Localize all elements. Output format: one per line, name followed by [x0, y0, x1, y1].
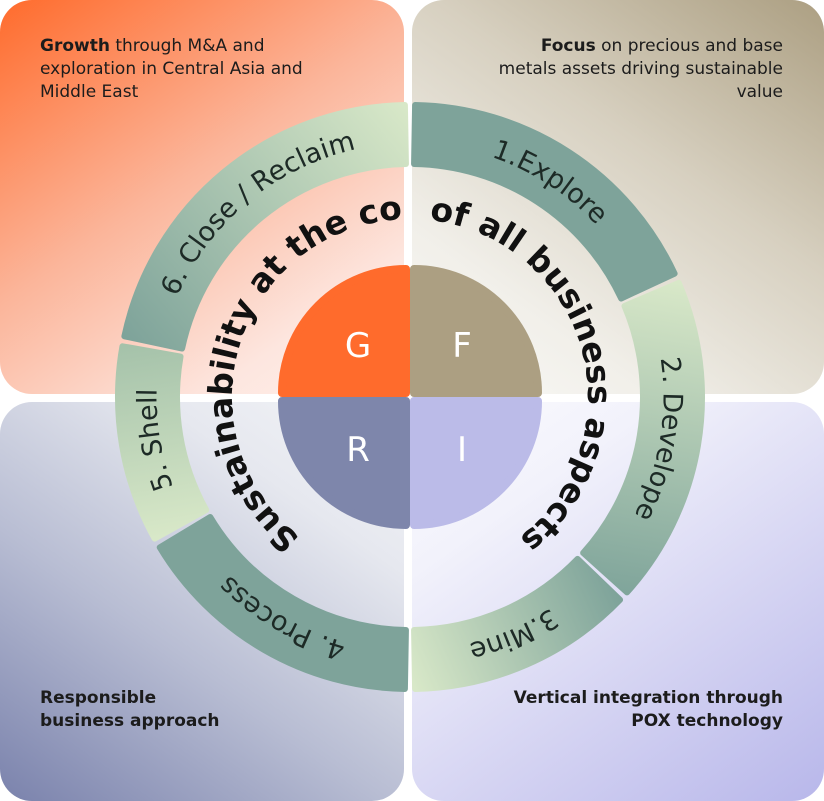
pie-letter-i: I [457, 430, 467, 470]
gfri-pie: G F R I [278, 265, 542, 529]
focus-text: on precious and base metals assets drivi… [498, 36, 783, 102]
growth-keyword: Growth [40, 36, 110, 56]
pie-quadrant-g [278, 265, 410, 397]
pie-quadrant-f [410, 265, 542, 397]
cycle-segment-2 [580, 279, 705, 596]
growth-description: Growth through M&A and exploration in Ce… [40, 35, 340, 104]
growth-text: through M&A and exploration in Central A… [40, 36, 303, 102]
pie-letter-g: G [345, 326, 371, 366]
pie-letter-f: F [452, 326, 472, 366]
cycle-segment-1 [411, 102, 678, 302]
cycle-segment-4 [156, 514, 409, 692]
cycle-segment-6 [121, 102, 409, 352]
pie-quadrant-r [278, 397, 410, 529]
integration-description: Vertical integration through POX technol… [513, 688, 783, 731]
pie-quadrant-i [410, 397, 542, 529]
focus-keyword: Focus [540, 36, 596, 56]
focus-description: Focus on precious and base metals assets… [483, 35, 783, 104]
cycle-segment-5 [115, 343, 210, 542]
responsible-description: Responsible business approach [40, 688, 220, 731]
cycle-segment-3 [411, 555, 624, 692]
pie-letter-r: R [346, 430, 370, 470]
